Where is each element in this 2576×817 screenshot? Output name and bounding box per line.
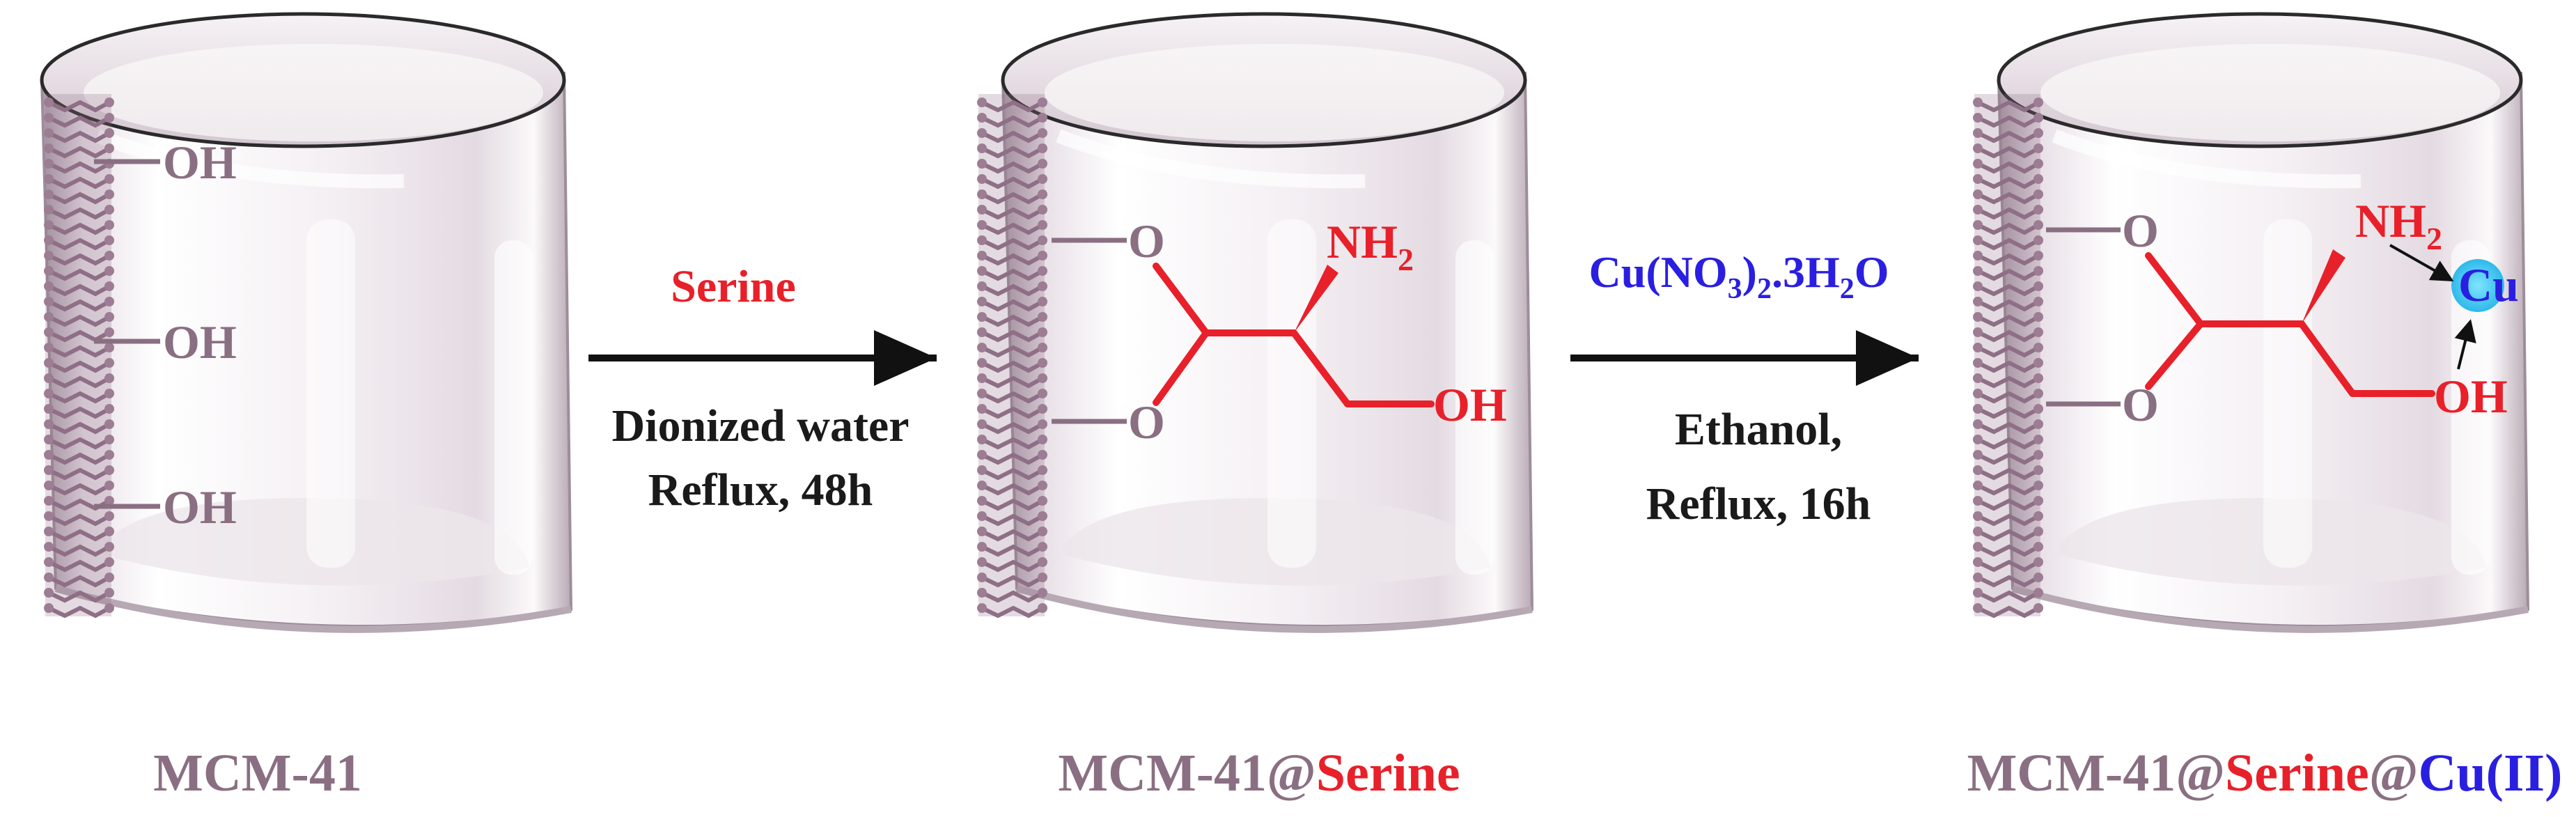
step1-condition-2: Reflux, 48h (648, 465, 873, 515)
mcm41-serine-cu-cylinder (1973, 14, 2528, 630)
reaction-step-1: Serine Dionized water Reflux, 48h (588, 261, 937, 515)
mcm41-serine-cylinder (977, 14, 1532, 630)
amine-label: NH2 (2355, 194, 2442, 256)
hydroxyl-label: OH (2434, 370, 2508, 423)
oxygen-top: O (2122, 204, 2159, 257)
silica-wall (1973, 94, 2043, 618)
silanol-groups: OH OH OH (94, 136, 237, 534)
step1-condition-1: Dionized water (611, 400, 909, 451)
hydroxyl-label-1: OH (163, 136, 237, 189)
caption-mcm41-serine: MCM-41@Serine (1058, 744, 1460, 802)
coordination-arrow-n (2389, 244, 2454, 281)
oxygen-bottom: O (2122, 378, 2159, 431)
caption-mcm41: MCM-41 (153, 744, 362, 802)
reaction-step-2: Cu(NO3)2.3H2O Ethanol, Reflux, 16h (1570, 247, 1919, 529)
hydroxyl-label: OH (1433, 378, 1507, 431)
copper-ion-glow (2451, 259, 2504, 312)
silica-wall (44, 94, 114, 618)
step2-reagent: Cu(NO3)2.3H2O (1589, 247, 1889, 305)
mcm41-cylinder (42, 14, 571, 630)
serine-copper-complex: O O NH2 OH Cu (2046, 194, 2519, 431)
coordination-arrow-o (2454, 319, 2476, 370)
step2-condition-2: Reflux, 16h (1646, 478, 1871, 529)
hydroxyl-label-3: OH (163, 481, 237, 534)
serine-ligand: O O NH2 OH (1052, 215, 1507, 449)
hydroxyl-label-2: OH (163, 316, 237, 368)
step2-condition-1: Ethanol, (1675, 404, 1842, 455)
copper-label: Cu (2458, 258, 2519, 311)
step1-reagent: Serine (671, 261, 796, 312)
silica-wall (977, 94, 1047, 618)
amine-label: NH2 (1327, 215, 1414, 277)
oxygen-top: O (1128, 215, 1165, 267)
caption-mcm41-serine-cu: MCM-41@Serine@Cu(II) (1967, 744, 2563, 802)
